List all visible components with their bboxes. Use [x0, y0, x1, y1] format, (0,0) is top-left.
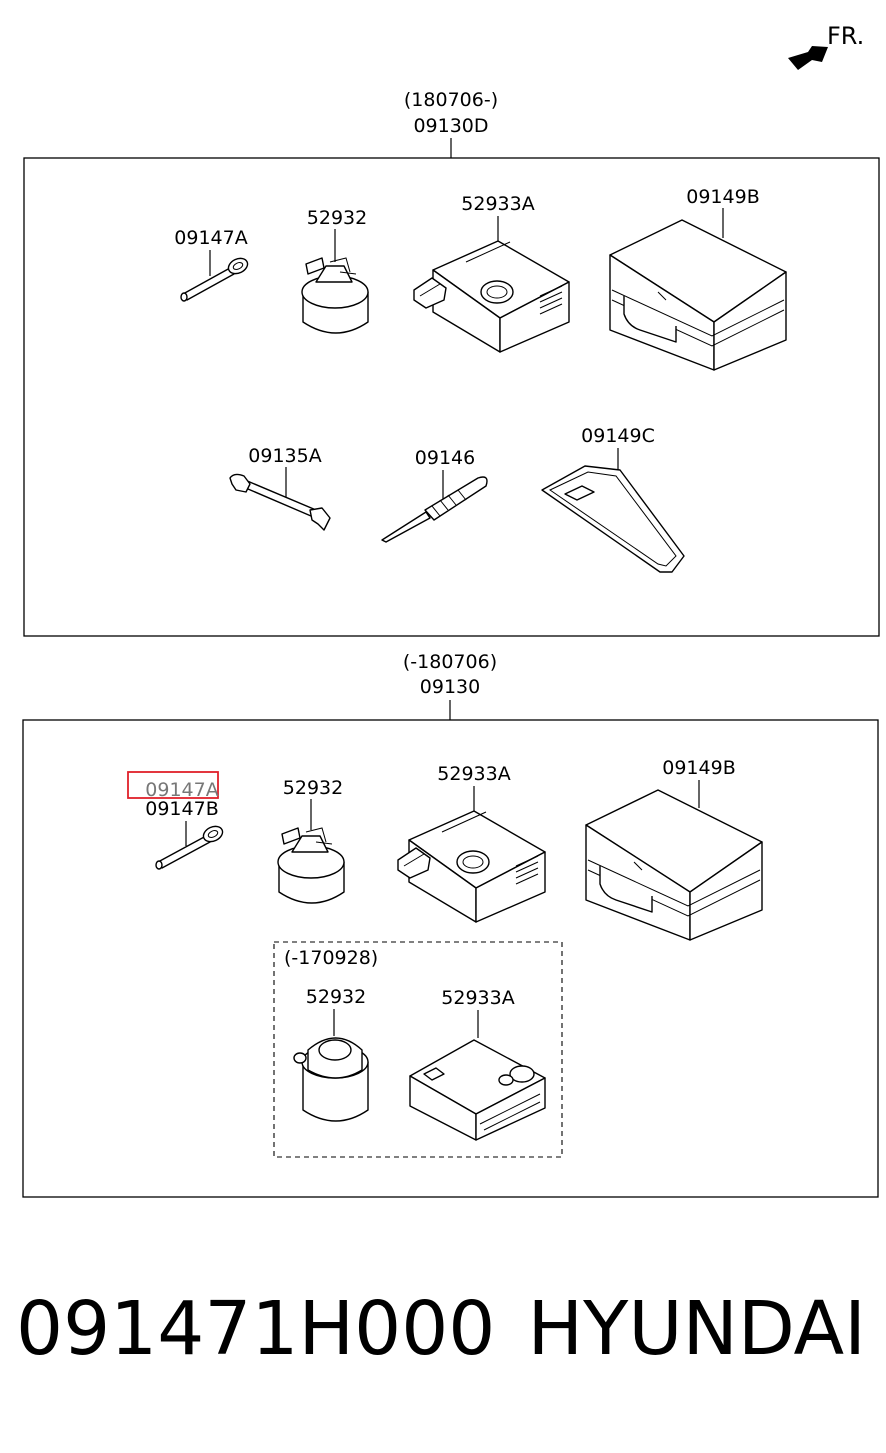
foam-tray-icon — [541, 465, 685, 573]
part-label-09149b[interactable]: 09149B — [686, 186, 759, 208]
highlight-box-09147a — [127, 771, 219, 799]
storage-case-icon — [585, 789, 763, 941]
part-label-09147a-highlighted[interactable]: 09147A — [145, 779, 218, 801]
lower-subgroup: (-170928) 52932 52933A — [273, 941, 563, 1158]
storage-case-icon — [609, 219, 787, 371]
part-label-09147a[interactable]: 09147A — [174, 227, 247, 249]
air-compressor-icon — [397, 810, 546, 923]
part-label-52932-old[interactable]: 52932 — [306, 986, 366, 1008]
part-label-09147b[interactable]: 09147B — [145, 798, 218, 820]
upper-assembly-code[interactable]: 09130D — [413, 115, 488, 137]
pin-icon — [155, 825, 224, 870]
part-label-09149b[interactable]: 09149B — [662, 757, 735, 779]
part-label-09146[interactable]: 09146 — [415, 447, 475, 469]
part-label-52933a[interactable]: 52933A — [461, 193, 534, 215]
part-label-52932[interactable]: 52932 — [283, 777, 343, 799]
lower-date-range[interactable]: (-180706) — [403, 651, 497, 673]
pin-icon — [180, 257, 249, 302]
subgroup-frame — [273, 941, 563, 1158]
front-label: FR. — [827, 22, 864, 50]
front-direction-indicator: FR. — [788, 22, 864, 70]
front-direction-arrow-icon — [788, 46, 828, 70]
subgroup-date-range[interactable]: (-170928) — [284, 947, 378, 969]
part-label-52933a[interactable]: 52933A — [437, 763, 510, 785]
screwdriver-icon — [381, 476, 488, 543]
part-label-09149c[interactable]: 09149C — [581, 425, 655, 447]
part-label-52933a-old[interactable]: 52933A — [441, 987, 514, 1009]
upper-group: (180706-) 09130D 09147A 52932 52933A — [23, 89, 880, 637]
part-label-09135a[interactable]: 09135A — [248, 445, 321, 467]
upper-group-frame — [23, 157, 880, 637]
sealant-bottle-icon — [277, 827, 345, 904]
footer-part-number: 091471H000 — [16, 1286, 496, 1372]
air-compressor-old-icon — [409, 1039, 546, 1141]
air-compressor-icon — [413, 240, 570, 353]
wrench-icon — [229, 473, 331, 531]
lower-group-frame — [22, 719, 879, 1198]
upper-date-range[interactable]: (180706-) — [404, 89, 498, 111]
sealant-bottle-old-icon — [293, 1037, 369, 1122]
footer-brand: HYUNDAI — [527, 1286, 867, 1372]
sealant-bottle-icon — [301, 257, 369, 334]
lower-assembly-code[interactable]: 09130 — [420, 676, 480, 698]
part-label-52932[interactable]: 52932 — [307, 207, 367, 229]
lower-group: (-180706) 09130 09147A 09147B 52932 5293… — [22, 651, 879, 1198]
